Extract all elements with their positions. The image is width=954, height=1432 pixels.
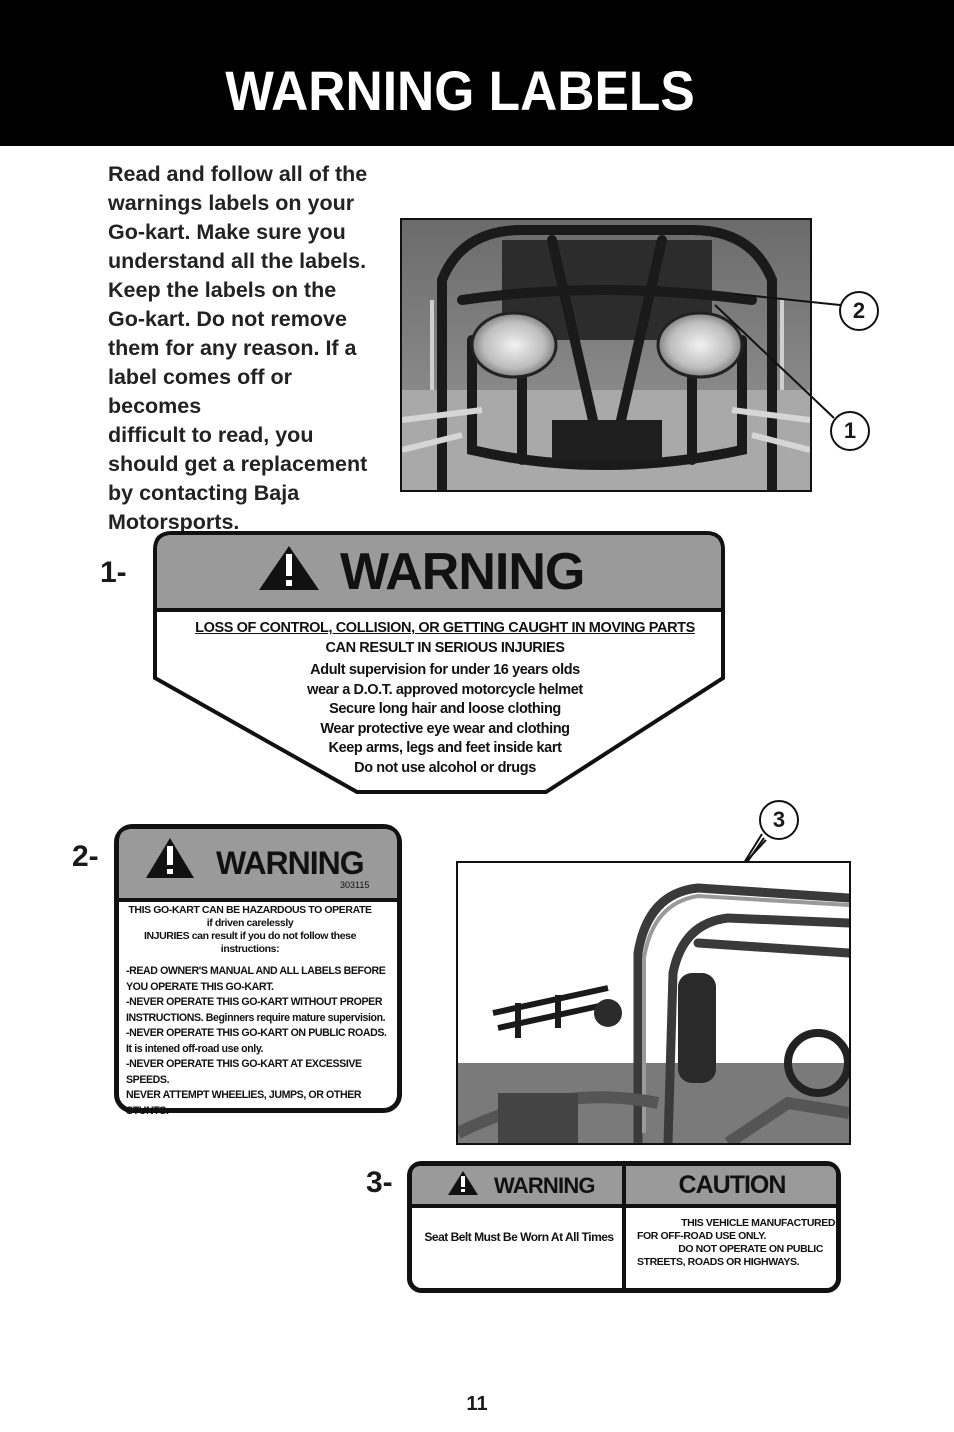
intro-line: by contacting Baja xyxy=(108,481,300,505)
label2-intro-line: THIS GO-KART CAN BE HAZARDOUS TO OPERATE xyxy=(128,904,372,916)
label2-code: 303115 xyxy=(340,880,370,890)
intro-line: Go-kart. Make sure you xyxy=(108,220,346,244)
intro-line: them for any reason. If a xyxy=(108,336,357,360)
label2-intro-line: INJURIES can result if you do not follow… xyxy=(143,930,357,942)
label1-text: LOSS OF CONTROL, COLLISION, OR GETTING C… xyxy=(160,619,730,778)
label2-intro-line: if driven carelessly xyxy=(206,917,294,929)
label2-item: YOU OPERATE THIS GO-KART. xyxy=(126,980,274,993)
intro-line: Go-kart. Do not remove xyxy=(108,307,347,331)
section-number-3: 3- xyxy=(366,1166,393,1199)
label2-item: -NEVER OPERATE THIS GO-KART ON PUBLIC RO… xyxy=(126,1027,387,1039)
label3-caution-line: DO NOT OPERATE ON PUBLIC xyxy=(678,1243,823,1255)
label2-items: -READ OWNER'S MANUAL AND ALL LABELS BEFO… xyxy=(126,964,398,1119)
label1-item: wear a D.O.T. approved motorcycle helmet xyxy=(307,681,583,698)
label1-item: Keep arms, legs and feet inside kart xyxy=(328,740,562,756)
intro-line: Read and follow all of the xyxy=(108,162,368,186)
label2-heading: WARNING xyxy=(216,845,365,881)
label3-caution-line: STREETS, ROADS OR HIGHWAYS. xyxy=(637,1256,800,1268)
intro-line: label comes off or becomes xyxy=(108,365,292,418)
warning-label-2-shape xyxy=(114,824,402,1113)
intro-line: difficult to read, you xyxy=(108,423,314,447)
warning-label-3-shape xyxy=(407,1161,841,1293)
label1-item: Do not use alcohol or drugs xyxy=(354,759,536,776)
warning-triangle-icon xyxy=(146,838,194,878)
gokart-rear-photo xyxy=(456,861,851,1145)
label3-warning-heading: WARNING xyxy=(494,1173,596,1198)
label2-intro: THIS GO-KART CAN BE HAZARDOUS TO OPERATE… xyxy=(124,904,376,956)
warning-triangle-icon xyxy=(448,1171,478,1195)
intro-line: Keep the labels on the xyxy=(108,278,337,302)
page-header: WARNING LABELS xyxy=(0,0,954,146)
label1-item: Wear protective eye wear and clothing xyxy=(320,720,570,737)
gokart-front-photo xyxy=(400,218,812,492)
callout-1: 1 xyxy=(830,411,870,451)
intro-line: should get a replacement xyxy=(108,452,368,476)
label2-item: INSTRUCTIONS. Beginners require mature s… xyxy=(126,1011,386,1024)
intro-line: warnings labels on your xyxy=(108,191,355,215)
gokart-front-illustration xyxy=(402,220,810,490)
label3-caution-text: THIS VEHICLE MANUFACTURED FOR OFF-ROAD U… xyxy=(637,1217,835,1269)
label3-warning-text: Seat Belt Must Be Worn At All Times xyxy=(424,1230,614,1244)
label1-line-a: LOSS OF CONTROL, COLLISION, OR GETTING C… xyxy=(195,620,695,636)
section-number-1: 1- xyxy=(100,556,127,589)
intro-line: Motorsports. xyxy=(108,510,240,534)
callout-3: 3 xyxy=(759,800,799,840)
label2-item: NEVER ATTEMPT WHEELIES, JUMPS, OR OTHER … xyxy=(126,1089,362,1117)
label1-item: Secure long hair and loose clothing xyxy=(329,701,561,717)
label2-item: It is intened off-road use only. xyxy=(126,1042,264,1055)
label3-caution-line: THIS VEHICLE MANUFACTURED xyxy=(681,1217,835,1229)
label1-line-b: CAN RESULT IN SERIOUS INJURIES xyxy=(325,639,565,656)
page-title: WARNING LABELS xyxy=(225,59,695,122)
warning-triangle-icon xyxy=(259,546,319,590)
warning-label-1-shape xyxy=(153,531,725,794)
label3-caution-heading: CAUTION xyxy=(678,1171,787,1199)
gokart-rear-illustration xyxy=(458,863,849,1143)
page-number: 11 xyxy=(466,1393,488,1415)
label2-item: -NEVER OPERATE THIS GO-KART AT EXCESSIVE… xyxy=(126,1058,362,1086)
label2-item: -READ OWNER'S MANUAL AND ALL LABELS BEFO… xyxy=(126,965,386,977)
intro-paragraph: Read and follow all of the warnings labe… xyxy=(108,160,383,537)
label2-item: -NEVER OPERATE THIS GO-KART WITHOUT PROP… xyxy=(126,996,383,1008)
label2-intro-line: instructions: xyxy=(220,943,280,955)
section-number-2: 2- xyxy=(72,840,99,873)
label1-item: Adult supervision for under 16 years old… xyxy=(310,662,580,678)
intro-line: understand all the labels. xyxy=(108,249,367,273)
label1-heading: WARNING xyxy=(340,543,585,601)
label3-caution-line: FOR OFF-ROAD USE ONLY. xyxy=(637,1230,767,1242)
callout-2: 2 xyxy=(839,291,879,331)
